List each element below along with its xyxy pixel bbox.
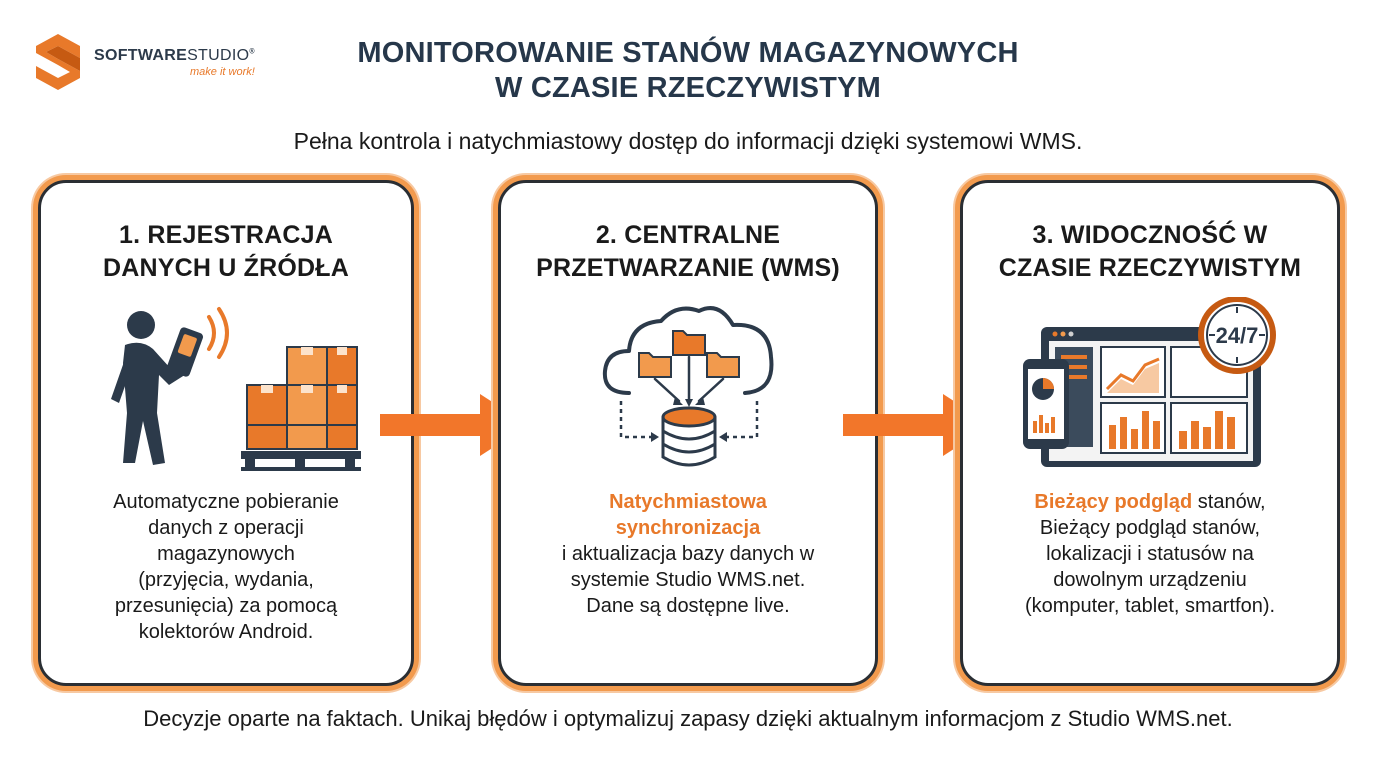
footer-note: Decyzje oparte na faktach. Unikaj błędów…: [143, 706, 1233, 731]
step-description-line: dowolnym urządzeniu: [1053, 569, 1247, 591]
step-description-line: lokalizacji i statusów na: [1046, 543, 1254, 565]
step-description-line: systemie Studio WMS.net.: [570, 569, 806, 591]
step-title-line2: CZASIE RZECZYWISTYM: [998, 254, 1302, 282]
step-description-line: i aktualizacja bazy danych w: [561, 543, 815, 565]
logo-tagline: make it work!: [190, 65, 255, 78]
arrow-right-icon: [380, 394, 528, 456]
page-title-line1: MONITOROWANIE STANÓW MAGAZYNOWYCH: [357, 37, 1019, 69]
step-highlight: Bieżący podgląd: [1034, 491, 1193, 513]
step-title-line1: 1. REJESTRACJA: [119, 221, 333, 249]
step-description-line: magazynowych: [157, 543, 295, 565]
softwarestudio-logo-icon: [36, 34, 80, 90]
step-card-processing: 2. CENTRALNE PRZETWARZANIE (WMS): [498, 180, 878, 686]
step-title-line2: PRZETWARZANIE (WMS): [536, 254, 840, 282]
step-description-line: Bieżący podgląd stanów,: [1039, 517, 1261, 539]
dashboard-devices-icon: 24/7: [1023, 297, 1276, 467]
step-description-line: przesunięcia) za pomocą: [114, 595, 338, 617]
step-description: Bieżący podgląd stanów, Bieżący podgląd …: [963, 489, 1337, 619]
step-title: 3. WIDOCZNOŚĆ W CZASIE RZECZYWISTYM: [963, 219, 1337, 285]
worker-scanning-boxes-icon: [111, 307, 361, 471]
page-title-line2: W CZASIE RZECZYWISTYM: [494, 72, 881, 104]
step-title-line2: DANYCH U ŹRÓDŁA: [102, 254, 350, 282]
brand-logo: SOFTWARESTUDIO® make it work!: [34, 32, 255, 92]
step-description-line: Bieżący podgląd stanów,: [963, 489, 1337, 515]
step-card-registration: 1. REJESTRACJA DANYCH U ŹRÓDŁA: [38, 180, 414, 686]
step-title-line1: 2. CENTRALNE: [595, 221, 781, 249]
step-description-line: kolektorów Android.: [138, 621, 314, 643]
step-description-line: danych z operacji: [148, 517, 304, 539]
step-description: Natychmiastowa synchronizacja i aktualiz…: [501, 489, 875, 619]
arrow-right-icon: [843, 394, 991, 456]
step-description-line: Automatyczne pobieranie: [113, 491, 339, 513]
page-subtitle: Pełna kontrola i natychmiastowy dostęp d…: [293, 128, 1083, 154]
clock-label: 24/7: [1216, 323, 1259, 348]
step-description-line: Dane są dostępne live.: [586, 595, 790, 617]
step-card-visibility: 3. WIDOCZNOŚĆ W CZASIE RZECZYWISTYM 24/7: [960, 180, 1340, 686]
logo-name: SOFTWARESTUDIO®: [94, 46, 255, 64]
step-title: 2. CENTRALNE PRZETWARZANIE (WMS): [501, 219, 875, 285]
step-description-line: (przyjęcia, wydania,: [138, 569, 314, 591]
step-highlight-tail: stanów,: [1192, 491, 1266, 513]
page-title: MONITOROWANIE STANÓW MAGAZYNOWYCH W CZAS…: [300, 36, 1076, 106]
step-highlight: Natychmiastowa: [609, 491, 767, 513]
cloud-database-sync-icon: [602, 306, 774, 467]
step-highlight: synchronizacja: [615, 517, 761, 539]
step-description-line: (komputer, tablet, smartfon).: [1024, 595, 1276, 617]
step-description: Automatyczne pobieranie danych z operacj…: [41, 489, 411, 645]
step-title: 1. REJESTRACJA DANYCH U ŹRÓDŁA: [41, 219, 411, 285]
step-title-line1: 3. WIDOCZNOŚĆ W: [1032, 221, 1268, 249]
